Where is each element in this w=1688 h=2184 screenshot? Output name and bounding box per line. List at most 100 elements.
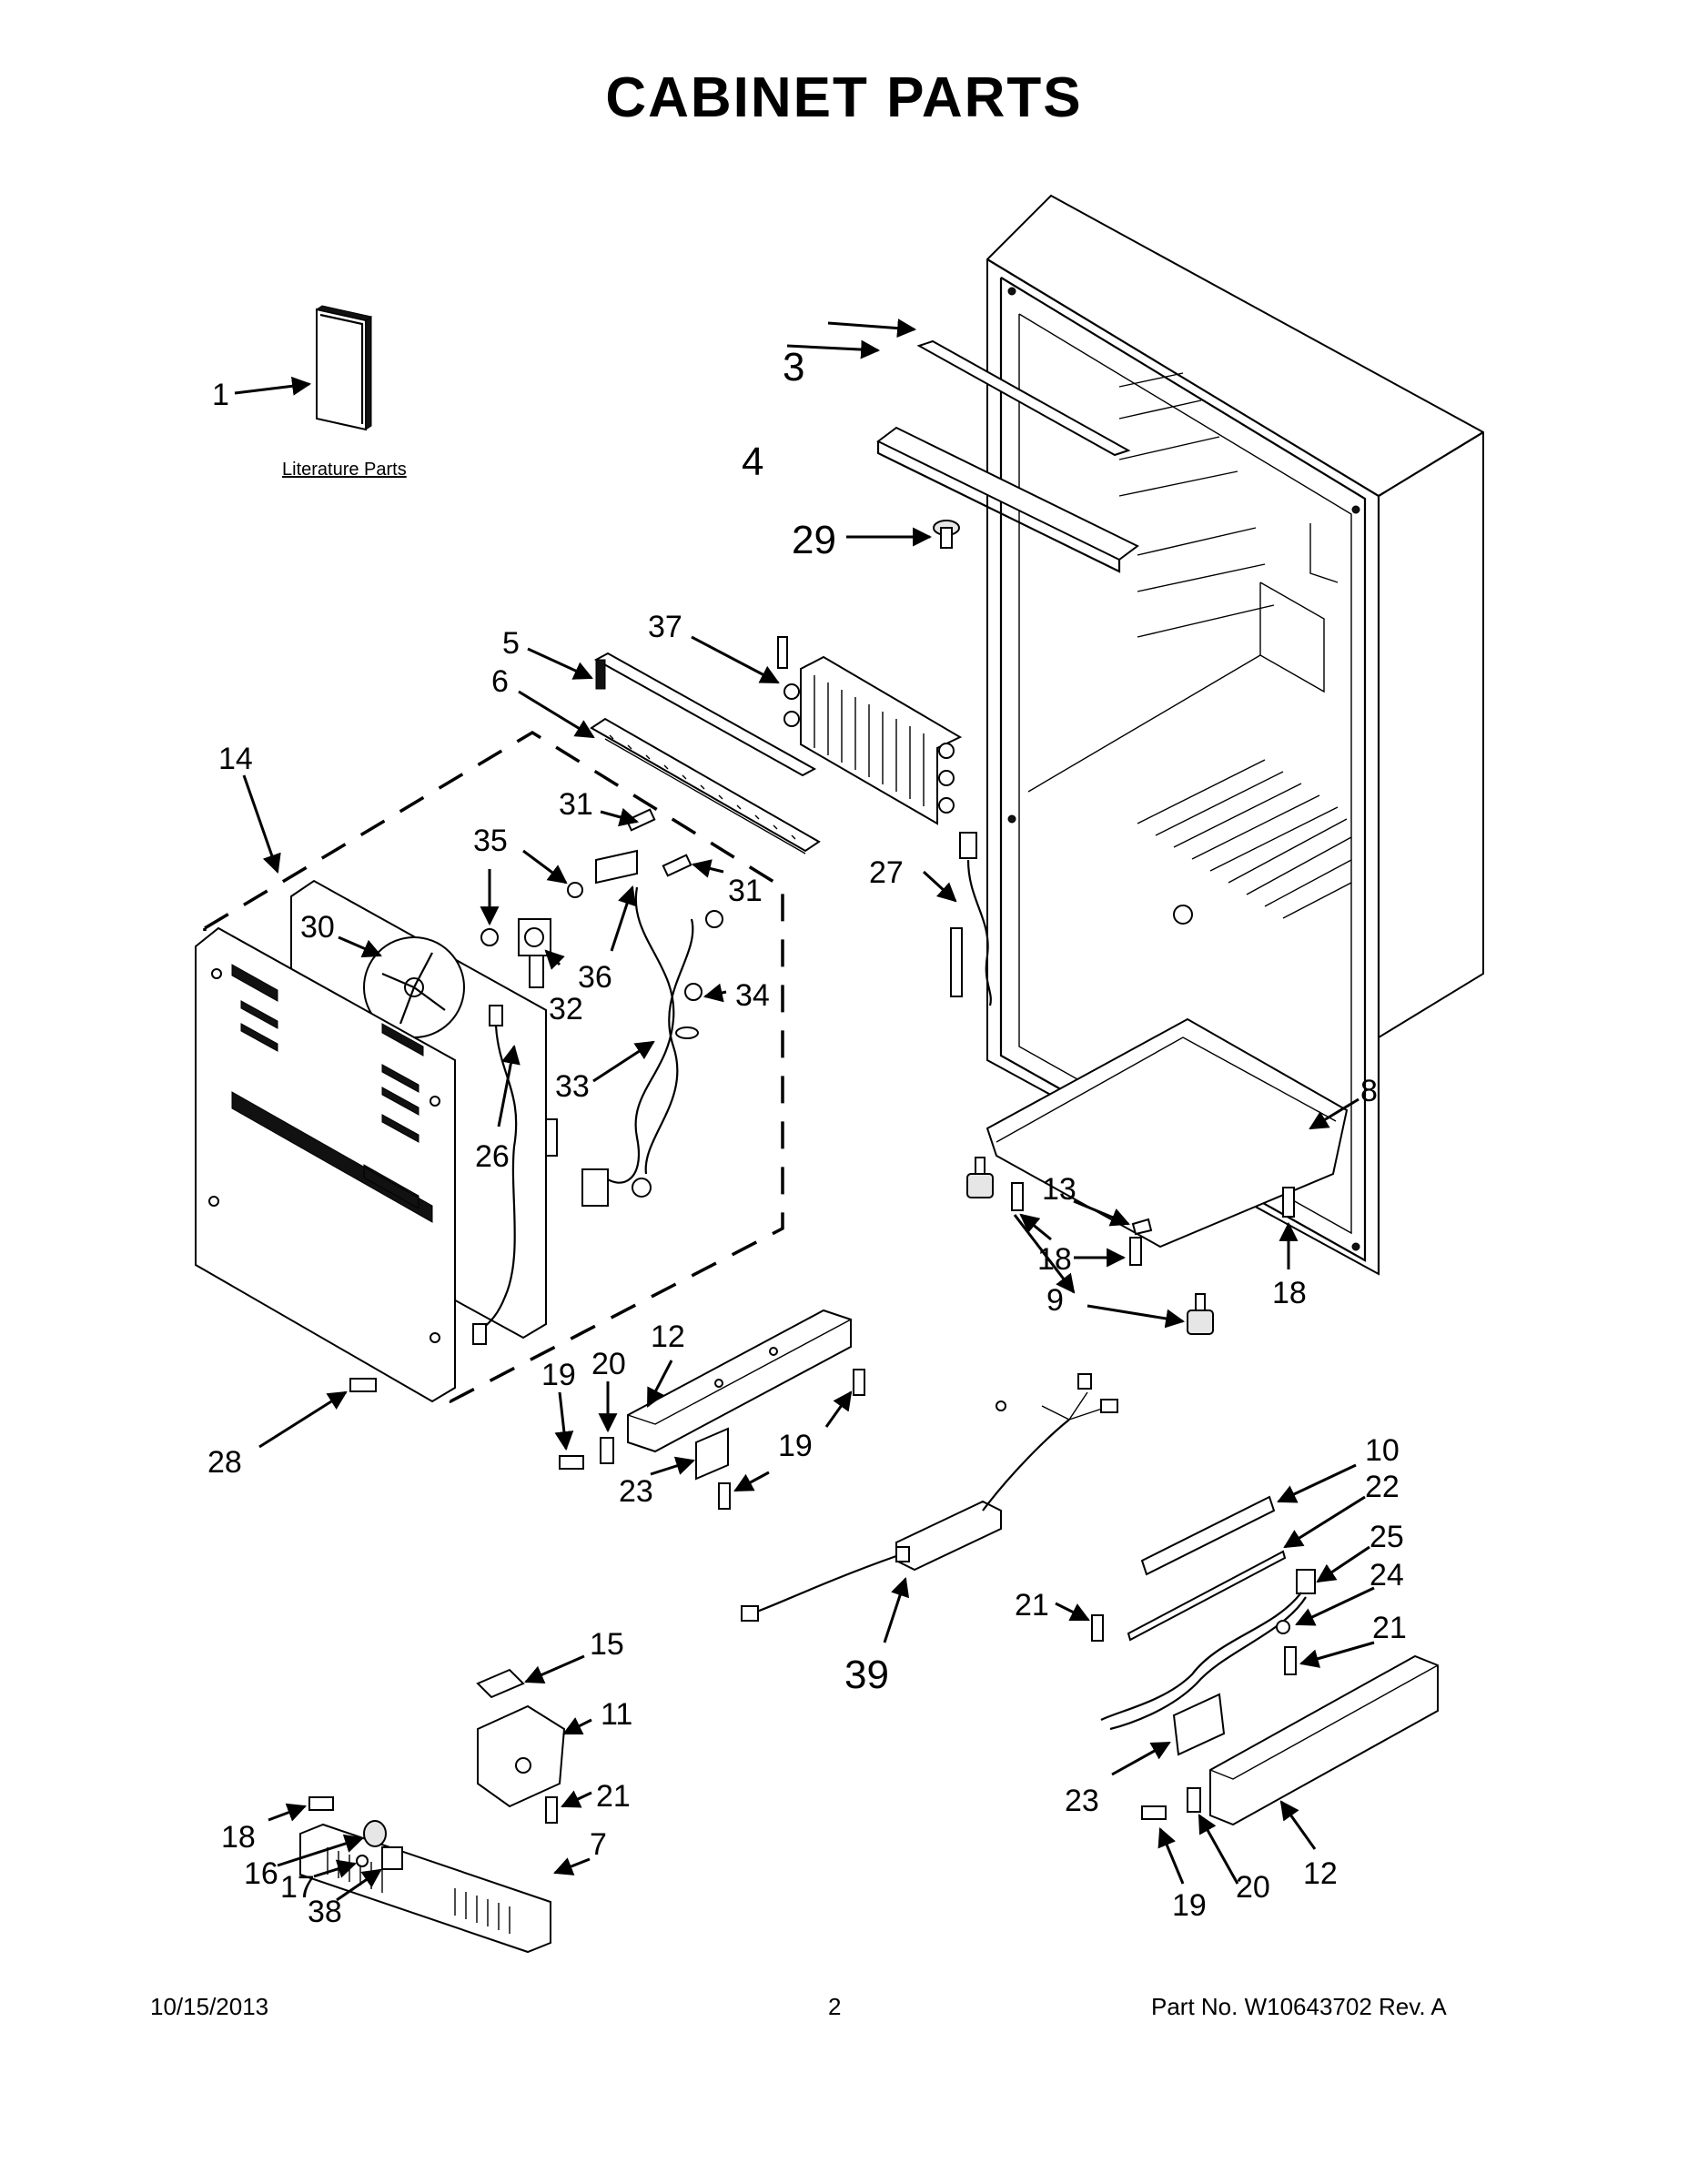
part-23-bracket-b [1172,1693,1226,1756]
callout-4: 4 [742,440,763,484]
callout-24: 24 [1370,1558,1404,1592]
callout-20b: 20 [1236,1870,1270,1905]
footer-part-number: Part No. W10643702 Rev. A [1151,1993,1447,2020]
callout-16: 16 [244,1856,278,1891]
cabinet-shelf-ribs [1027,372,1325,793]
part-36-bracket [595,849,638,885]
callout-21b: 21 [1372,1611,1407,1645]
part-20-clip-a [600,1437,614,1464]
part-31-screw-b [662,854,692,877]
callout-23a: 23 [619,1474,653,1509]
part-19-screw-b [718,1482,731,1510]
callout-12a: 12 [651,1320,685,1354]
part-32-fan-motor [518,918,551,988]
part-38-light [381,1846,403,1870]
callout-29: 29 [792,518,836,562]
part-4-bracket [876,426,1139,573]
part-19-screw-a [559,1455,584,1470]
callout-39: 39 [844,1653,889,1697]
callout-25: 25 [1370,1520,1404,1554]
part-27-sensor [950,832,992,1006]
part-12-bracket-upper [627,1309,852,1453]
callout-8: 8 [1360,1074,1378,1108]
part-33-wire-harness [581,886,723,1207]
part-21-screw-b [1284,1646,1297,1675]
callout-21c: 21 [596,1779,631,1814]
callout-19a: 19 [541,1358,576,1392]
part-22-lens [1127,1550,1287,1642]
part-8-base-cover [986,1017,1349,1249]
part-10-light-bar [1140,1495,1276,1576]
cabinet-floor-grid [1137,759,1352,919]
part-18-screw-b [1129,1237,1142,1266]
callout-5: 5 [502,626,520,661]
part-23-bracket-a [695,1427,729,1481]
callout-21a: 21 [1015,1588,1049,1623]
callout-7: 7 [590,1827,607,1862]
part-28-screw [349,1378,377,1392]
part-19-screw-c [853,1369,865,1396]
callout-18c: 18 [221,1820,256,1855]
part-18-screw-c [1282,1187,1295,1218]
part-21-screw-c [545,1796,558,1824]
part-9-foot-a [966,1157,994,1198]
callout-23b: 23 [1065,1784,1099,1818]
part-11-housing [477,1704,566,1808]
callout-19c: 19 [1172,1888,1207,1923]
callout-13: 13 [1042,1172,1076,1207]
part-20-clip-b [1187,1787,1201,1813]
callout-37: 37 [648,610,682,644]
part-9-foot-b [1187,1293,1214,1335]
callout-6: 6 [491,664,509,699]
callout-10: 10 [1365,1433,1400,1468]
footer-page-number: 2 [828,1993,842,2020]
callout-32: 32 [549,992,583,1026]
callout-35: 35 [473,824,508,858]
callout-12b: 12 [1303,1856,1338,1891]
callout-3: 3 [783,345,804,389]
callout-22: 22 [1365,1470,1400,1504]
callout-15: 15 [590,1627,624,1662]
callout-17: 17 [280,1870,315,1905]
cabinet-body [986,194,1484,1276]
part-37-evaporator [777,636,963,825]
part-6-rail [590,717,821,854]
literature-parts-label: Literature Parts [282,460,407,480]
callout-31a: 31 [559,787,593,822]
callout-26: 26 [475,1139,510,1174]
callout-11: 11 [601,1697,632,1732]
part-29-screw [933,520,960,549]
part-24-clip [1276,1620,1290,1634]
callout-14: 14 [218,742,253,776]
callout-33: 33 [555,1069,590,1104]
part-18-screw-a [1011,1182,1024,1211]
part-19-screw-d [1141,1805,1167,1820]
part-18-screw-d [308,1796,334,1811]
front-panel [195,926,456,1403]
part-5-rail [593,652,817,777]
part-15-switch [476,1668,525,1699]
part-21-screw-a [1091,1614,1104,1642]
part-17-spring [356,1855,369,1867]
callout-19b: 19 [778,1429,813,1463]
callout-38: 38 [308,1895,342,1929]
callout-31b: 31 [728,874,763,908]
callout-9: 9 [1046,1283,1064,1318]
part-16-button [363,1820,387,1847]
footer-date: 10/15/2013 [150,1993,269,2020]
callout-20a: 20 [591,1347,626,1381]
part-3-strip [916,339,1131,457]
part-35-washer [567,882,583,898]
page-title: CABINET PARTS [605,66,1083,129]
part-34-screw [675,983,702,1039]
part-39-control-box [741,1373,1118,1622]
part-7-grille [299,1823,551,1954]
callout-36: 36 [578,960,612,995]
callout-labels: 1 3 4 29 5 37 6 14 31 35 31 27 30 36 32 … [207,345,1407,1929]
callout-30: 30 [300,910,335,945]
callout-18a: 18 [1037,1242,1072,1277]
callout-1: 1 [212,378,229,412]
part-13-clip [1131,1218,1153,1236]
callout-27: 27 [869,855,904,890]
